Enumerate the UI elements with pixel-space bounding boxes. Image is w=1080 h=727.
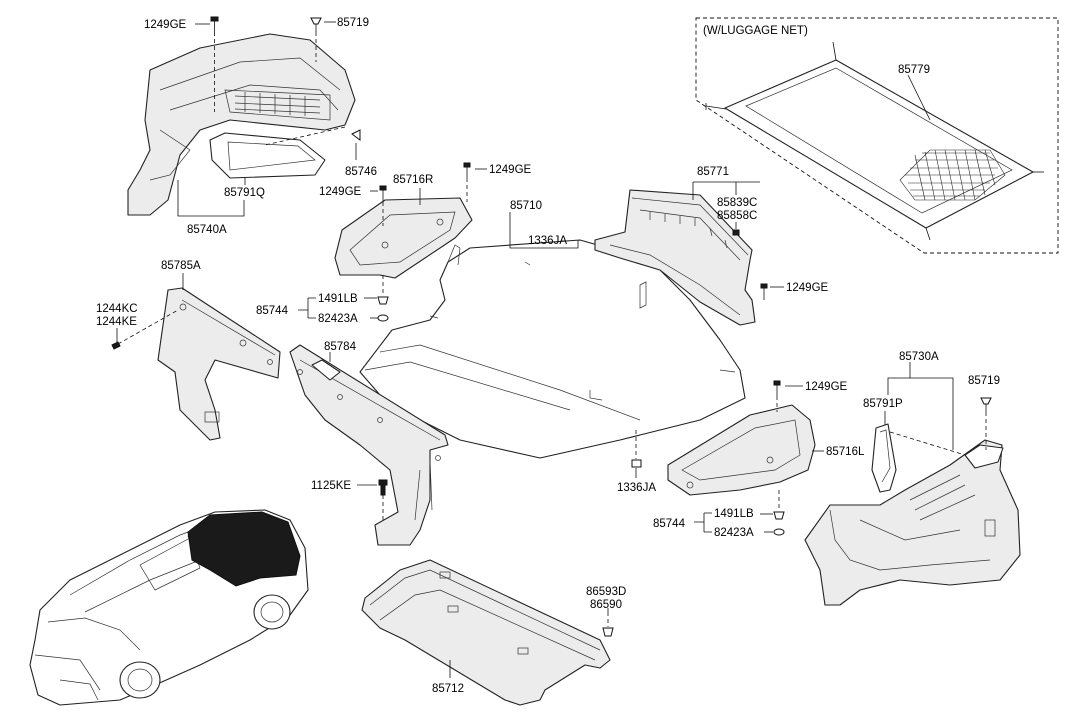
clip-85719-right bbox=[980, 397, 992, 450]
label-86590: 86590 bbox=[590, 599, 622, 611]
luggage-net-85779 bbox=[705, 41, 1044, 241]
luggage-net-option-frame: (W/LUGGAGE NET) 85779 bbox=[695, 17, 1059, 254]
label-1249ge-a: 1249GE bbox=[144, 19, 187, 31]
luggage-net-frame-title: (W/LUGGAGE NET) bbox=[703, 25, 808, 37]
rear-side-trim-85784 bbox=[289, 344, 449, 546]
label-85785a: 85785A bbox=[161, 260, 201, 272]
washer-82423a-r bbox=[377, 314, 389, 322]
label-85744-b: 85744 bbox=[653, 518, 686, 530]
tray-85716l bbox=[667, 404, 816, 496]
label-85740a: 85740A bbox=[187, 224, 227, 236]
screw-1249ge-top-left bbox=[210, 16, 219, 112]
label-85791p: 85791P bbox=[863, 398, 903, 410]
label-86593d: 86593D bbox=[586, 586, 626, 598]
clip-86593d bbox=[602, 612, 614, 637]
label-85784: 85784 bbox=[324, 341, 357, 353]
clip-85719-top bbox=[310, 17, 322, 62]
label-1249ge-b: 1249GE bbox=[489, 164, 532, 176]
label-85779: 85779 bbox=[898, 64, 930, 76]
tray-85716r bbox=[334, 197, 473, 279]
screw-1249ge-tray-r-top bbox=[463, 162, 471, 202]
under-tray-85712 bbox=[361, 559, 611, 706]
label-85712: 85712 bbox=[432, 683, 464, 695]
car-locator-illustration bbox=[29, 509, 309, 706]
label-1491lb-a: 1491LB bbox=[318, 293, 358, 305]
label-85771: 85771 bbox=[697, 166, 729, 178]
label-1249ge-e: 1249GE bbox=[805, 381, 848, 393]
label-82423a-b: 82423A bbox=[714, 527, 754, 539]
screw-1249ge-tray-l bbox=[773, 380, 781, 412]
trunk-highlight bbox=[187, 511, 301, 587]
label-82423a-a: 82423A bbox=[318, 313, 358, 325]
quarter-trim-85730a bbox=[804, 439, 1021, 606]
label-85858c: 85858C bbox=[717, 210, 757, 222]
clip-85839c bbox=[732, 229, 740, 236]
luggage-net-mesh bbox=[899, 149, 1006, 201]
label-85716l: 85716L bbox=[826, 446, 865, 458]
label-1336ja-b: 1336JA bbox=[617, 482, 656, 494]
label-1244kc: 1244KC bbox=[96, 303, 138, 315]
side-trim-85785a bbox=[157, 287, 281, 441]
clip-1491lb-l bbox=[773, 490, 785, 520]
label-85730a: 85730A bbox=[899, 351, 939, 363]
luggage-net-dashed-frame bbox=[695, 17, 1059, 254]
label-1249ge-c: 1249GE bbox=[319, 186, 362, 198]
bolt-1125ke bbox=[378, 479, 388, 522]
screw-1249ge-sill bbox=[760, 283, 768, 300]
clip-1336ja-floor bbox=[631, 430, 642, 468]
label-85710: 85710 bbox=[510, 200, 542, 212]
quarter-trim-85740a bbox=[127, 33, 356, 216]
label-1249ge-d: 1249GE bbox=[786, 282, 829, 294]
label-1336ja-a: 1336JA bbox=[528, 235, 567, 247]
quarter-trim-insert-85791q bbox=[209, 132, 326, 179]
label-1244ke: 1244KE bbox=[96, 316, 137, 328]
quarter-trim-insert-85791p bbox=[871, 423, 897, 493]
trunk-sill-plate-85771 bbox=[594, 189, 756, 326]
label-85744-a: 85744 bbox=[256, 305, 289, 317]
label-1491lb-b: 1491LB bbox=[714, 508, 754, 520]
label-85716r: 85716R bbox=[393, 174, 433, 186]
washer-82423a-l bbox=[773, 528, 785, 536]
label-85719-b: 85719 bbox=[968, 375, 1000, 387]
clip-85746 bbox=[264, 126, 361, 146]
screw-1244kc bbox=[111, 309, 179, 350]
label-85719-a: 85719 bbox=[337, 17, 369, 29]
label-85791q: 85791Q bbox=[224, 187, 265, 199]
clip-1491lb-r bbox=[377, 275, 389, 305]
screw-1249ge-tray-r-left bbox=[379, 185, 387, 226]
label-1125ke: 1125KE bbox=[311, 480, 351, 492]
label-85839c: 85839C bbox=[717, 197, 757, 209]
label-85746: 85746 bbox=[345, 166, 377, 178]
